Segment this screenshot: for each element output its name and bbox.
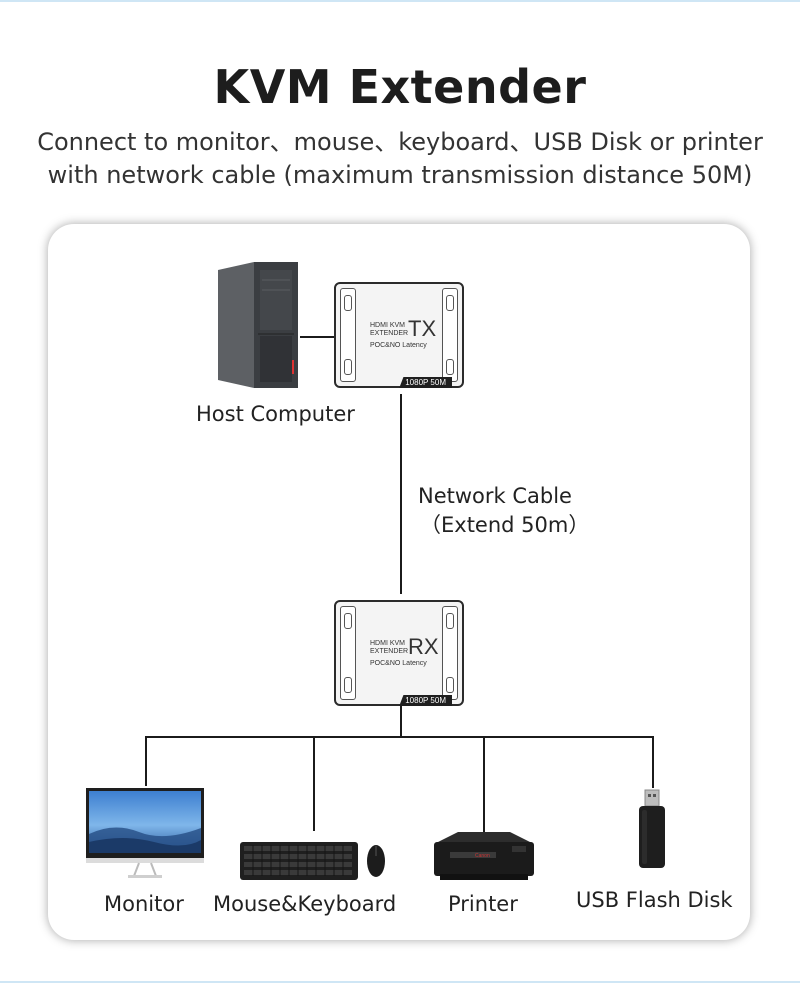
pc-to-tx-line xyxy=(300,336,334,338)
keyboard-icon xyxy=(240,842,358,880)
mouse-keyboard-label: Mouse&Keyboard xyxy=(213,892,397,916)
printer-icon: Canon xyxy=(434,832,534,880)
monitor-icon xyxy=(86,788,204,878)
tx-mode: TX xyxy=(408,316,437,341)
rx-model-text: HDMI KVM EXTENDER xyxy=(370,640,408,656)
pc-tower-icon xyxy=(218,262,298,388)
mount-ear-right xyxy=(442,606,458,700)
host-computer-label: Host Computer xyxy=(196,402,355,426)
drop-keyboard-line xyxy=(313,736,315,831)
rx-line1: HDMI KVM xyxy=(370,640,405,647)
network-cable-line xyxy=(400,394,402,594)
network-cable-label: Network Cable （Extend 50m） xyxy=(418,482,589,540)
drop-monitor-line xyxy=(145,736,147,786)
drop-usb-line xyxy=(652,736,654,788)
printer-label: Printer xyxy=(448,892,518,916)
rx-extender: HDMI KVM EXTENDER RX POC&NO Latency 1080… xyxy=(334,600,464,706)
rx-mode: RX xyxy=(408,634,439,659)
mount-ear-left xyxy=(340,288,356,382)
rx-poc: POC&NO Latency xyxy=(370,660,427,667)
tx-line1: HDMI KVM xyxy=(370,322,405,329)
usb-flash-icon xyxy=(639,789,665,868)
drop-printer-line xyxy=(483,736,485,832)
subtitle: Connect to monitor、mouse、keyboard、USB Di… xyxy=(20,126,780,192)
subtitle-line-2: with network cable (maximum transmission… xyxy=(47,161,753,189)
bottom-accent-line xyxy=(0,981,800,983)
tx-line2: EXTENDER xyxy=(370,330,409,337)
mouse-icon xyxy=(367,845,385,877)
top-accent-line xyxy=(0,0,800,2)
rx-line2: EXTENDER xyxy=(370,648,409,655)
rx-spec: 1080P 50M xyxy=(399,695,452,706)
cable-line1: Network Cable xyxy=(418,484,572,508)
subtitle-line-1: Connect to monitor、mouse、keyboard、USB Di… xyxy=(37,128,763,156)
rx-down-line xyxy=(400,706,402,738)
tx-spec: 1080P 50M xyxy=(399,377,452,388)
page-title: KVM Extender xyxy=(213,60,587,114)
mount-ear-right xyxy=(442,288,458,382)
tx-extender: HDMI KVM EXTENDER TX POC&NO Latency 1080… xyxy=(334,282,464,388)
cable-line2: （Extend 50m） xyxy=(420,513,590,537)
usb-flash-label: USB Flash Disk xyxy=(576,888,733,912)
tx-poc: POC&NO Latency xyxy=(370,342,427,349)
mount-ear-left xyxy=(340,606,356,700)
bus-line xyxy=(145,736,654,738)
monitor-label: Monitor xyxy=(104,892,184,916)
svg-text:Canon: Canon xyxy=(475,853,490,859)
tx-model-text: HDMI KVM EXTENDER xyxy=(370,322,408,338)
